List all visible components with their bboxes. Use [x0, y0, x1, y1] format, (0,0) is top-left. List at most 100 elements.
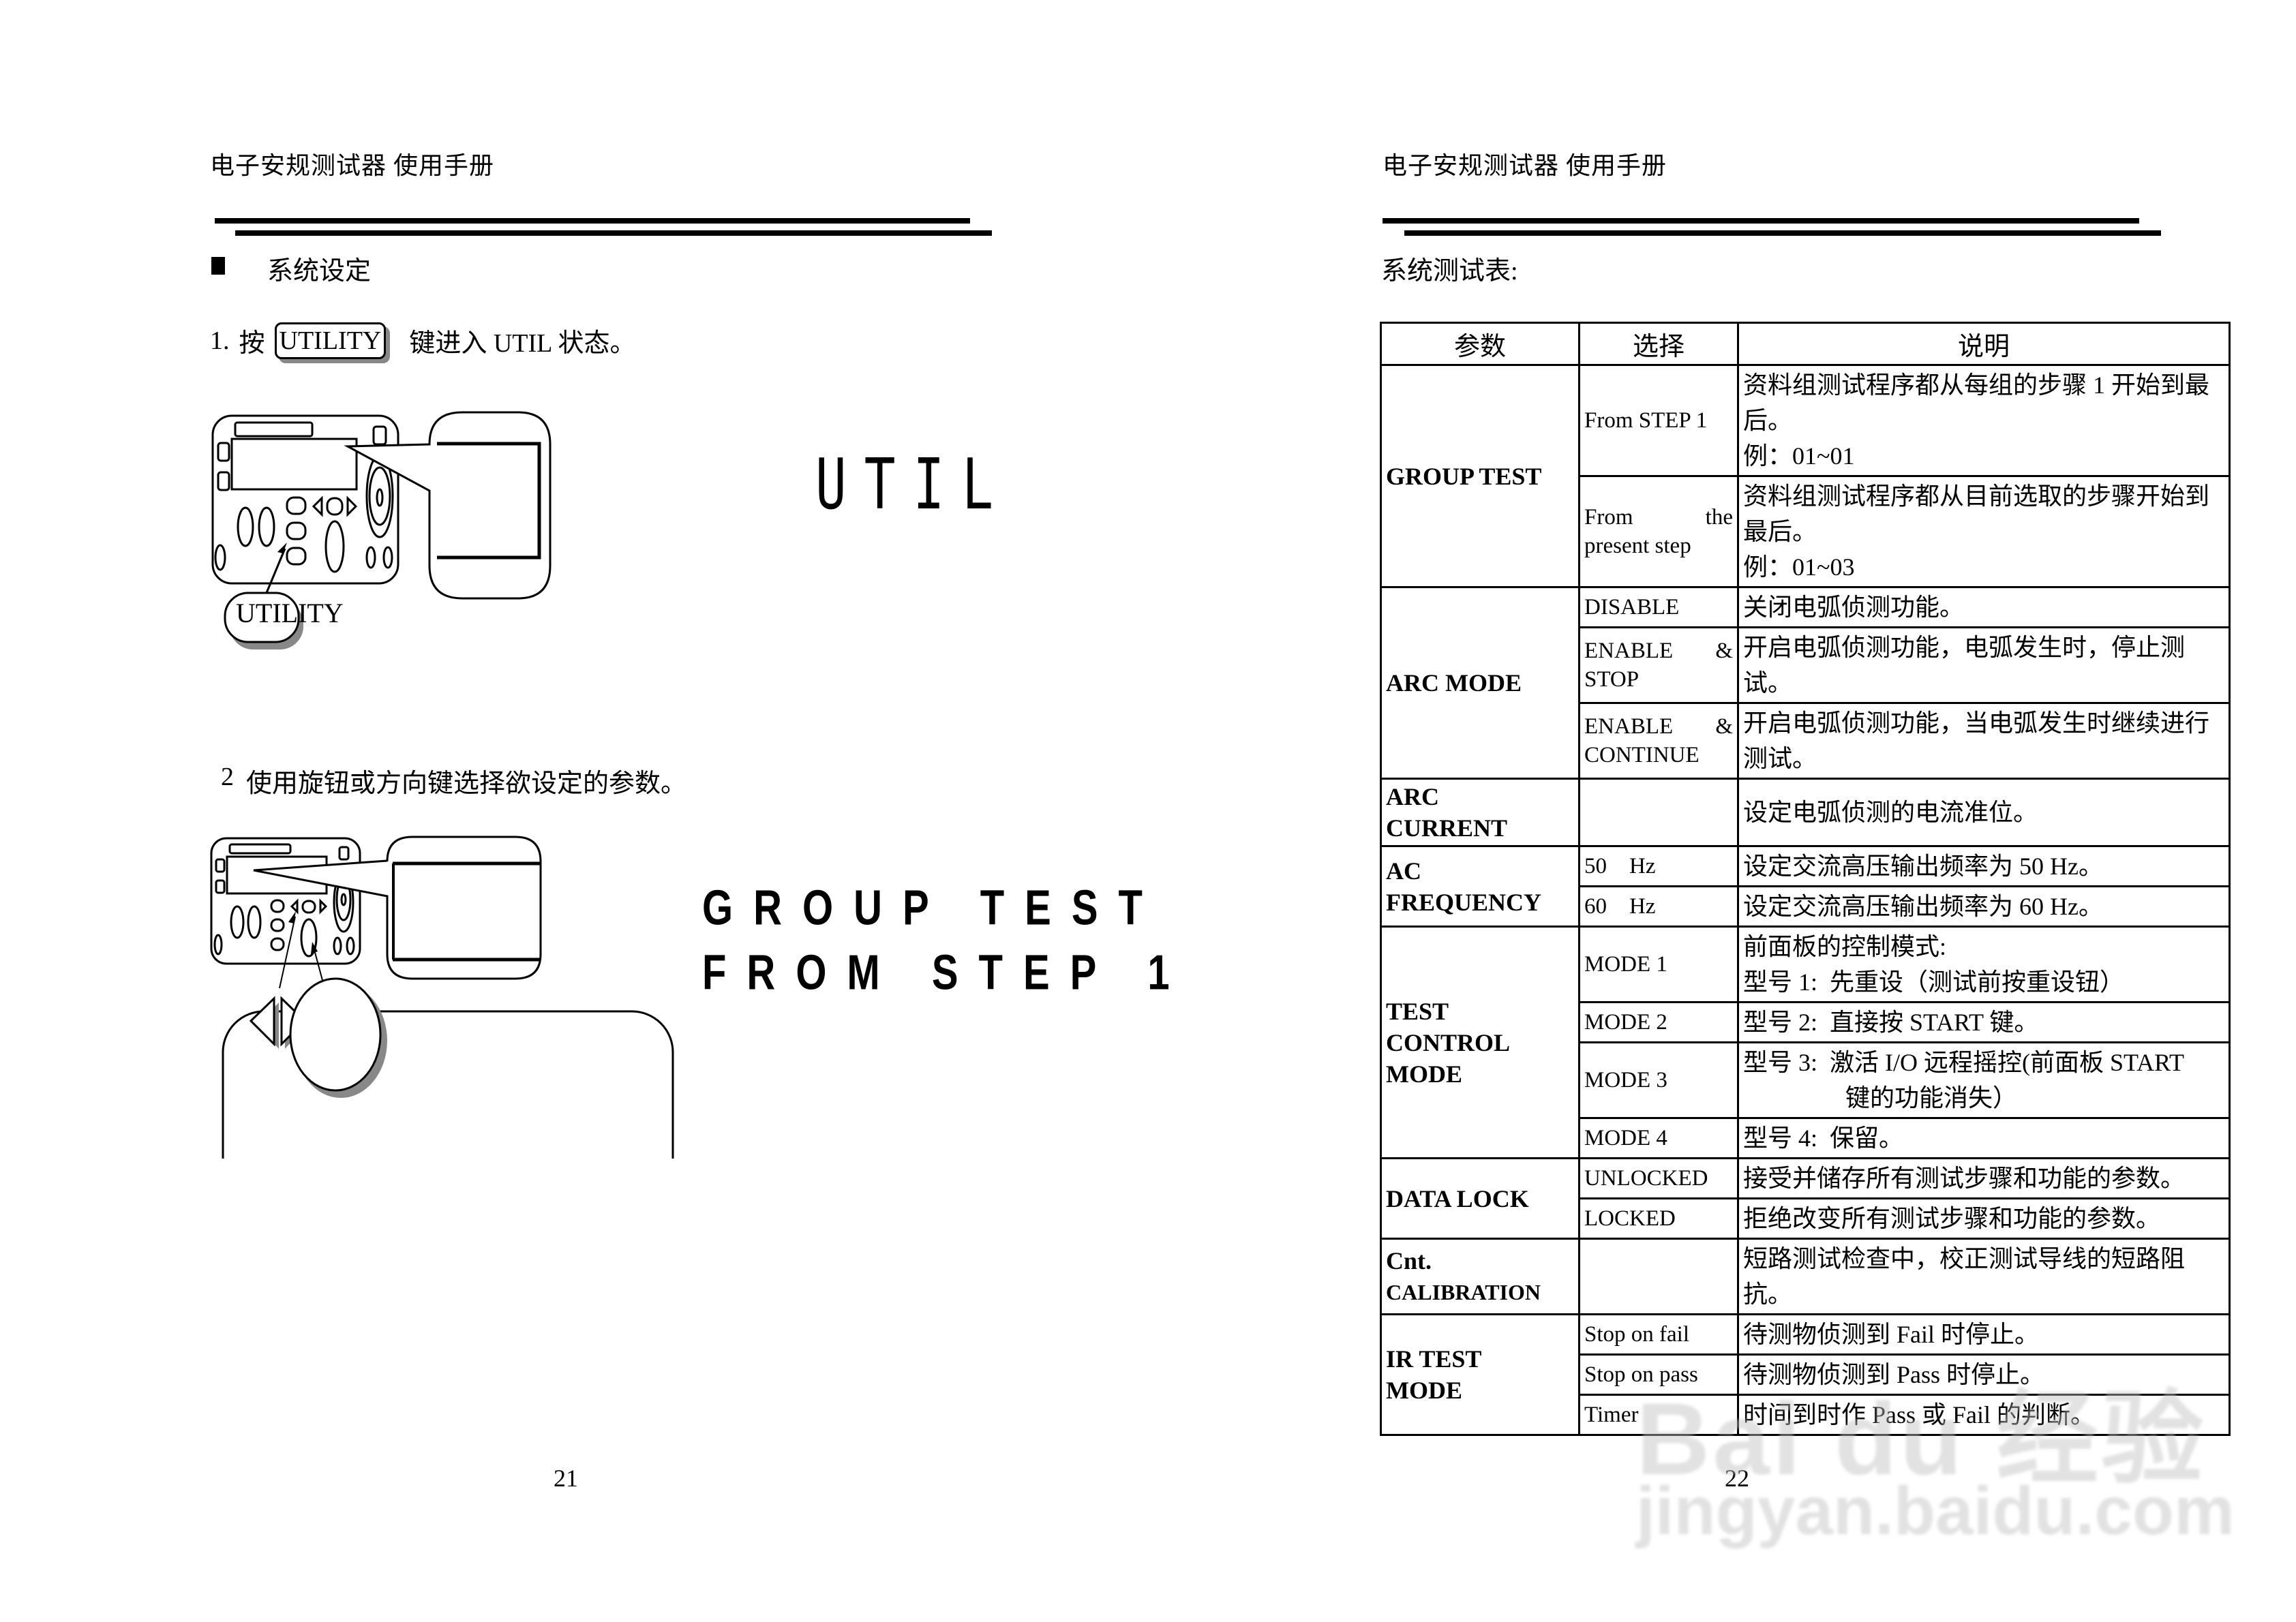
- option-cell: DISABLE: [1578, 586, 1739, 628]
- option-cell: From STEP 1: [1578, 364, 1739, 477]
- desc-cell: 资料组测试程序都从每组的步骤 1 开始到最后。 例：01~01: [1737, 364, 2231, 477]
- desc-cell: 设定交流高压输出频率为 60 Hz。: [1737, 885, 2231, 928]
- desc-line: 例：01~03: [1743, 553, 1855, 581]
- desc-cell: 资料组测试程序都从目前选取的步骤开始到最后。 例：01~03: [1737, 475, 2231, 588]
- option-cell: [1578, 778, 1739, 847]
- option-cell: ENABLE& CONTINUE: [1578, 702, 1739, 780]
- col-header-desc: 说明: [1737, 322, 2231, 366]
- option-word: the: [1705, 505, 1733, 530]
- option-cell: ENABLE & STOP: [1578, 626, 1739, 704]
- step2-text: 使用旋钮或方向键选择欲设定的参数。: [246, 769, 687, 798]
- option-cell: MODE 2: [1578, 1001, 1739, 1043]
- param-data-lock: DATA LOCK: [1380, 1157, 1580, 1240]
- table-title: 系统测试表:: [1381, 257, 1518, 286]
- utility-key-inline: UTILITY: [274, 322, 387, 359]
- param-ir-test-mode: IR TEST MODE: [1380, 1313, 1580, 1436]
- table-row: ARC CURRENT 设定电弧侦测的电流准位。: [1380, 778, 2231, 847]
- param-ac-frequency: AC FREQUENCY: [1380, 845, 1580, 928]
- param-line: CURRENT: [1386, 814, 1508, 842]
- param-test-control-mode: TEST CONTROL MODE: [1380, 925, 1580, 1159]
- param-line: IR TEST: [1386, 1345, 1482, 1373]
- option-cell: From the present step: [1578, 475, 1739, 588]
- step2-line: 2 使用旋钮或方向键选择欲设定的参数。: [221, 762, 686, 799]
- option-cell: MODE 1: [1578, 925, 1739, 1003]
- system-test-table: 参数 选择 说明 GROUP TEST From STEP 1 资料组测试程序都…: [1380, 322, 2231, 1436]
- param-line: Cnt.: [1386, 1247, 1432, 1274]
- desc-cell: 待测物侦测到 Pass 时停止。: [1737, 1353, 2231, 1396]
- step1-prefix: 按: [239, 329, 265, 358]
- option-cell: Timer: [1578, 1394, 1739, 1436]
- table-row: From the present step 资料组测试程序都从目前选取的步骤开始到…: [1381, 475, 2231, 588]
- figure1-front-panel-diagram: [211, 411, 552, 649]
- table-row: IR TEST MODE Stop on fail 待测物侦测到 Fail 时停…: [1380, 1313, 2231, 1436]
- option-cell: 60 Hz: [1578, 885, 1739, 928]
- figure1-lcd-text: UTIL: [815, 443, 1012, 525]
- option-cell: [1578, 1238, 1739, 1315]
- desc-cell: 接受并储存所有测试步骤和功能的参数。: [1737, 1157, 2231, 1199]
- table-row: Stop on pass 待测物侦测到 Pass 时停止。: [1381, 1353, 2231, 1396]
- desc-cell: 时间到时作 Pass 或 Fail 的判断。: [1737, 1394, 2231, 1436]
- table-row: 60 Hz 设定交流高压输出频率为 60 Hz。: [1381, 885, 2231, 928]
- param-line: ARC: [1386, 783, 1439, 810]
- table-row: MODE 3 型号 3: 激活 I/O 远程摇控(前面板 START 键的功能消…: [1381, 1041, 2231, 1119]
- figure2-panel-and-callout: [210, 836, 542, 1098]
- desc-line: 前面板的控制模式:: [1743, 933, 1947, 960]
- table-row: DATA LOCK UNLOCKED 接受并储存所有测试步骤和功能的参数。: [1380, 1157, 2231, 1240]
- step2-number: 2: [221, 763, 234, 791]
- desc-cell: 短路测试检查中，校正测试导线的短路阻抗。: [1737, 1238, 2231, 1315]
- figure2-front-panel-diagram: [222, 1010, 674, 1159]
- figure2-lcd-line2: FROM STEP 1: [702, 945, 1190, 1000]
- desc-cell: 设定电弧侦测的电流准位。: [1737, 778, 2231, 847]
- figure2-lcd-text: GROUP TEST FROM STEP 1: [702, 876, 1190, 1005]
- param-line: CALIBRATION: [1386, 1280, 1541, 1304]
- option-cell: MODE 4: [1578, 1117, 1739, 1159]
- table-row: MODE 2 型号 2: 直接按 START 键。: [1381, 1001, 2231, 1043]
- desc-line: 资料组测试程序都从目前选取的步骤开始到最后。: [1743, 483, 2210, 545]
- col-header-option: 选择: [1578, 322, 1739, 366]
- desc-line: 键的功能消失）: [1845, 1084, 2018, 1112]
- option-word: ENABLE: [1584, 714, 1674, 739]
- desc-cell: 待测物侦测到 Fail 时停止。: [1737, 1313, 2231, 1356]
- step1-suffix: 键进入 UTIL 状态。: [409, 329, 636, 358]
- option-cell: Stop on pass: [1578, 1353, 1739, 1396]
- table-row: AC FREQUENCY 50 Hz 设定交流高压输出频率为 50 Hz。: [1380, 845, 2231, 928]
- desc-line: 例：01~01: [1743, 442, 1855, 470]
- desc-cell: 型号 2: 直接按 START 键。: [1737, 1001, 2231, 1043]
- right-page-header: 电子安规测试器 使用手册: [1383, 152, 1667, 179]
- table-row: ENABLE& CONTINUE 开启电弧侦测功能，当电弧发生时继续进行测试。: [1381, 702, 2231, 780]
- section-title: 系统设定: [267, 257, 372, 286]
- option-word: ENABLE: [1584, 639, 1674, 663]
- table-row: ENABLE & STOP 开启电弧侦测功能，电弧发生时，停止测试。: [1381, 626, 2231, 704]
- desc-line: 型号 1: 先重设（测试前按重设钮）: [1743, 968, 2125, 996]
- desc-cell: 关闭电弧侦测功能。: [1737, 586, 2231, 628]
- table-row: LOCKED 拒绝改变所有测试步骤和功能的参数。: [1381, 1197, 2231, 1240]
- param-group-test: GROUP TEST: [1380, 364, 1580, 588]
- option-word: &: [1715, 639, 1733, 663]
- option-cell: 50 Hz: [1578, 845, 1739, 887]
- desc-cell: 前面板的控制模式: 型号 1: 先重设（测试前按重设钮）: [1737, 925, 2231, 1003]
- table-header-row: 参数 选择 说明: [1380, 322, 2231, 366]
- option-cell: Stop on fail: [1578, 1313, 1739, 1356]
- figure1-utility-callout-label: UTILITY: [236, 598, 344, 628]
- desc-cell: 开启电弧侦测功能，当电弧发生时继续进行测试。: [1737, 702, 2231, 780]
- param-line: MODE: [1386, 1060, 1462, 1088]
- param-line: FREQUENCY: [1386, 888, 1542, 916]
- option-word: present step: [1584, 534, 1691, 558]
- option-cell: UNLOCKED: [1578, 1157, 1739, 1199]
- desc-cell: 设定交流高压输出频率为 50 Hz。: [1737, 845, 2231, 887]
- param-cnt-calibration: Cnt. CALIBRATION: [1380, 1238, 1580, 1315]
- option-cell: MODE 3: [1578, 1041, 1739, 1119]
- left-page-number: 21: [554, 1465, 578, 1492]
- param-line: CONTROL: [1386, 1028, 1511, 1056]
- desc-cell: 拒绝改变所有测试步骤和功能的参数。: [1737, 1197, 2231, 1240]
- param-line: MODE: [1386, 1377, 1462, 1404]
- desc-cell: 开启电弧侦测功能，电弧发生时，停止测试。: [1737, 626, 2231, 704]
- param-arc-mode: ARC MODE: [1380, 586, 1580, 780]
- table-row: Timer 时间到时作 Pass 或 Fail 的判断。: [1381, 1394, 2231, 1436]
- section-bullet-icon: [211, 257, 225, 275]
- step1-line: 1. 按 UTILITY 键进入 UTIL 状态。: [210, 322, 635, 359]
- right-page-number: 22: [1725, 1465, 1749, 1492]
- option-word: From: [1584, 505, 1633, 530]
- right-header-rule-bottom: [1404, 230, 2161, 236]
- option-word: STOP: [1584, 667, 1640, 692]
